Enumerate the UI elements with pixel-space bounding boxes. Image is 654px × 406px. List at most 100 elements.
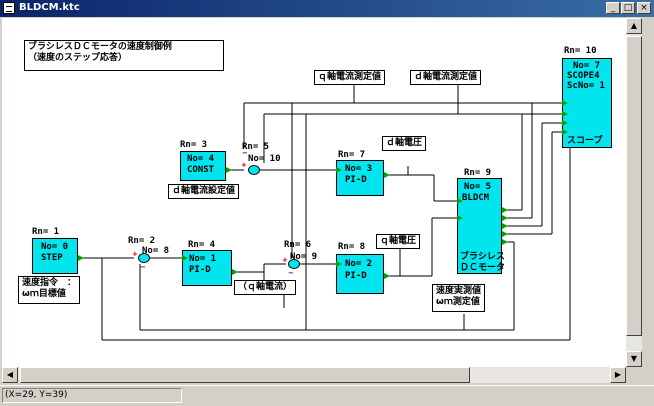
close-button[interactable]: × xyxy=(637,2,651,14)
vertical-scroll-thumb[interactable] xyxy=(626,36,642,336)
q-current-measured-label: ｑ軸電流測定値 xyxy=(314,70,386,85)
title-bar[interactable]: BLDCM.ktc _ □ × xyxy=(0,0,654,17)
block-pid2[interactable]: No= 3 PI-D xyxy=(336,160,384,196)
speed-command-label: 速度指令 ： ωｍ目標値 xyxy=(18,276,81,304)
diagram-title: ブラシレスＤＣモータの速度制御例 （速度のステップ応答） xyxy=(24,40,224,71)
block-bldcm-output-port-2[interactable] xyxy=(502,215,508,221)
block-bldcm[interactable]: No= 5 BLDCM ブラシレス ＤＣモータ xyxy=(457,178,506,274)
scrollbar-corner xyxy=(626,367,642,383)
speed-measured-line2: ωｍ測定値 xyxy=(436,297,480,307)
block-bldcm-output-port-4[interactable] xyxy=(502,231,508,237)
block-bldcm-sub2: ＤＣモータ xyxy=(460,263,506,273)
block-bldcm-label: BLDCM xyxy=(462,193,490,203)
block-scope[interactable]: No= 7 SCOPE4 ScNo= 1 スコープ xyxy=(562,58,612,148)
block-scope-rn: Rn= 10 xyxy=(564,46,597,56)
block-pid1-output-port[interactable] xyxy=(232,269,238,275)
block-const[interactable]: No= 4 CONST xyxy=(180,151,226,181)
block-pid3[interactable]: No= 2 PI-D xyxy=(336,254,384,294)
block-pid2-no: No= 3 xyxy=(345,164,373,174)
status-bar: (X=29, Y=39) xyxy=(0,385,654,406)
block-const-no: No= 4 xyxy=(187,154,215,164)
block-scope-input-port-1[interactable] xyxy=(562,100,568,106)
block-bldcm-output-port-1[interactable] xyxy=(502,207,508,213)
block-pid3-input-port[interactable] xyxy=(336,261,342,267)
block-pid1-input-port[interactable] xyxy=(182,255,188,261)
block-bldcm-input-port-q[interactable] xyxy=(457,215,463,221)
block-scope-extra: ScNo= 1 xyxy=(567,81,605,91)
block-pid2-rn: Rn= 7 xyxy=(338,150,366,160)
sum6-rn: Rn= 6 xyxy=(284,240,312,250)
block-pid1-rn: Rn= 4 xyxy=(188,240,216,250)
block-scope-input-port-2[interactable] xyxy=(562,111,568,117)
block-pid1-label: PI-D xyxy=(189,265,211,275)
block-step-no: No= 0 xyxy=(41,242,69,252)
sum6-minus-sign: − xyxy=(288,269,294,277)
q-current-label: （ｑ軸電流） xyxy=(234,280,297,295)
scroll-left-button[interactable]: ◀ xyxy=(2,367,18,383)
block-step-rn: Rn= 1 xyxy=(32,227,60,237)
sum5-minus-sign: − xyxy=(242,149,248,157)
block-scope-input-port-4[interactable] xyxy=(562,129,568,135)
app-icon[interactable] xyxy=(3,2,15,14)
window-title: BLDCM.ktc xyxy=(19,2,80,13)
sum5-junction[interactable] xyxy=(248,165,260,175)
d-current-measured-label: ｄ軸電流測定値 xyxy=(410,70,482,85)
block-scope-input-port-3[interactable] xyxy=(562,120,568,126)
connection-lines xyxy=(78,78,571,341)
block-bldcm-rn: Rn= 9 xyxy=(464,168,492,178)
block-scope-sub1: スコープ xyxy=(567,136,603,146)
scroll-up-button[interactable]: ▲ xyxy=(626,18,642,34)
maximize-button[interactable]: □ xyxy=(621,2,635,14)
block-pid2-output-port[interactable] xyxy=(384,172,390,178)
sum2-junction[interactable] xyxy=(138,253,150,263)
block-const-rn: Rn= 3 xyxy=(180,140,208,150)
sum2-plus-sign: + xyxy=(132,250,138,258)
sum2-minus-sign: − xyxy=(140,263,146,271)
scroll-down-button[interactable]: ▼ xyxy=(626,351,642,367)
diagram-canvas[interactable]: ブラシレスＤＣモータの速度制御例 （速度のステップ応答） Rn= 1 No= 0… xyxy=(2,18,626,367)
speed-measured-line1: 速度実測値 xyxy=(436,286,482,296)
block-bldcm-output-port-5[interactable] xyxy=(502,239,508,245)
horizontal-scroll-thumb[interactable] xyxy=(20,367,470,383)
block-pid2-label: PI-D xyxy=(345,175,367,185)
block-bldcm-output-port-3[interactable] xyxy=(502,223,508,229)
block-bldcm-sub1: ブラシレス xyxy=(460,252,505,262)
const-value-label: ｄ軸電流設定値 xyxy=(168,184,240,199)
speed-command-line1: 速度指令 ： xyxy=(22,278,77,288)
block-bldcm-no: No= 5 xyxy=(464,182,492,192)
diagram-title-line2: （速度のステップ応答） xyxy=(28,53,128,63)
block-pid3-rn: Rn= 8 xyxy=(338,242,366,252)
sum6-no: No= 9 xyxy=(290,252,318,262)
block-scope-no: No= 7 xyxy=(573,61,601,71)
block-pid1-no: No= 1 xyxy=(189,254,217,264)
speed-measured-label: 速度実測値 ωｍ測定値 xyxy=(432,284,486,312)
block-const-label: CONST xyxy=(187,165,215,175)
block-pid3-no: No= 2 xyxy=(345,259,373,269)
block-const-output-port[interactable] xyxy=(226,167,232,173)
sum6-plus-sign: + xyxy=(282,256,288,264)
block-pid1[interactable]: No= 1 PI-D xyxy=(182,250,232,286)
q-voltage-label: ｑ軸電圧 xyxy=(376,234,421,249)
sum5-no: No= 10 xyxy=(248,154,281,164)
sum2-no: No= 8 xyxy=(142,246,170,256)
block-scope-label: SCOPE4 xyxy=(567,71,600,81)
sum2-rn: Rn= 2 xyxy=(128,236,156,246)
sum5-rn: Rn= 5 xyxy=(242,142,270,152)
vertical-scrollbar[interactable]: ▲ ▼ xyxy=(626,18,642,367)
block-step[interactable]: No= 0 STEP xyxy=(32,238,78,274)
minimize-button[interactable]: _ xyxy=(606,2,620,14)
cursor-coordinates: (X=29, Y=39) xyxy=(2,388,182,403)
horizontal-scrollbar[interactable]: ◀ ▶ xyxy=(2,367,626,383)
block-step-output-port[interactable] xyxy=(78,255,84,261)
block-pid3-output-port[interactable] xyxy=(384,273,390,279)
scroll-right-button[interactable]: ▶ xyxy=(610,367,626,383)
diagram-title-line1: ブラシレスＤＣモータの速度制御例 xyxy=(28,42,172,52)
block-step-label: STEP xyxy=(41,253,63,263)
speed-command-line2: ωｍ目標値 xyxy=(22,289,66,299)
block-pid2-input-port[interactable] xyxy=(336,167,342,173)
block-pid3-label: PI-D xyxy=(345,271,367,281)
block-bldcm-input-port-d[interactable] xyxy=(457,198,463,204)
sum6-junction[interactable] xyxy=(288,259,300,269)
sum5-plus-sign: + xyxy=(241,161,247,169)
d-voltage-label: ｄ軸電圧 xyxy=(382,136,427,151)
